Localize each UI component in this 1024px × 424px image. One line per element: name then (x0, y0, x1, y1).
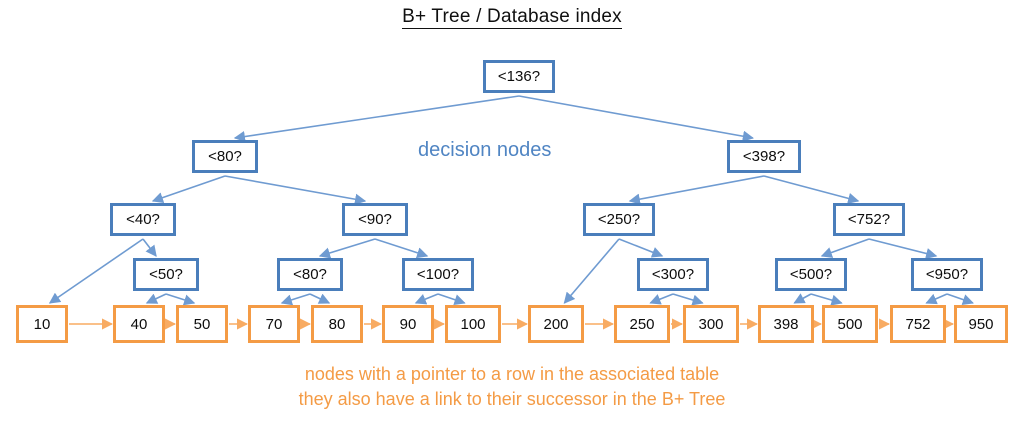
decision-edge-n40-to-n50 (142, 238, 157, 257)
decision-edge-n136-to-n398 (518, 95, 755, 142)
leaf-node-label: 250 (629, 315, 655, 333)
page-title: B+ Tree / Database index (0, 6, 1024, 29)
decision-edge-n80b-to-l70 (280, 293, 311, 306)
leaf-nodes-caption: nodes with a pointer to a row in the ass… (0, 362, 1024, 412)
decision-edge-n80a-to-n90 (224, 175, 367, 205)
decision-edge-n500-to-l398 (793, 293, 812, 304)
leaf-node-label: 300 (698, 315, 724, 333)
leaf-caption-line-2: they also have a link to their successor… (298, 389, 726, 409)
decision-node-label: <250? (597, 211, 641, 228)
decision-node-label: <80? (293, 266, 327, 283)
decision-edge-n90-to-n100 (374, 238, 429, 259)
decision-node-label: <80? (208, 148, 242, 165)
decision-node-label: <40? (126, 211, 160, 228)
leaf-node-l500[interactable]: 500 (822, 305, 878, 343)
leaf-node-label: 950 (968, 315, 994, 333)
leaf-node-label: 80 (328, 315, 346, 333)
decision-edge-n100-to-l100 (437, 293, 466, 306)
leaf-node-l80[interactable]: 80 (311, 305, 363, 343)
leaf-node-l752[interactable]: 752 (890, 305, 946, 343)
decision-node-n950[interactable]: <950? (911, 258, 983, 291)
decision-edge-n300-to-l300 (672, 293, 704, 306)
leaf-node-l398[interactable]: 398 (758, 305, 814, 343)
decision-node-label: <100? (416, 266, 460, 283)
decision-edge-n40-to-l10 (48, 238, 144, 304)
leaf-node-label: 70 (265, 315, 283, 333)
leaf-node-l40[interactable]: 40 (113, 305, 165, 343)
decision-nodes-label: decision nodes (418, 139, 552, 161)
leaf-node-l10[interactable]: 10 (16, 305, 68, 343)
leaf-node-label: 752 (905, 315, 931, 333)
decision-node-label: <950? (925, 266, 969, 283)
leaf-node-label: 500 (837, 315, 863, 333)
decision-edge-n752-to-n500 (820, 238, 870, 258)
decision-node-n500[interactable]: <500? (775, 258, 847, 291)
decision-node-label: <136? (497, 68, 541, 85)
decision-edge-n80a-to-n40 (151, 175, 226, 203)
leaf-node-label: 100 (460, 315, 486, 333)
decision-node-n398[interactable]: <398? (727, 140, 801, 173)
leaf-node-label: 200 (543, 315, 569, 333)
leaf-caption-line-1: nodes with a pointer to a row in the ass… (304, 364, 720, 384)
leaf-node-l250[interactable]: 250 (614, 305, 670, 343)
page-title-text: B+ Tree / Database index (402, 6, 622, 29)
leaf-node-label: 398 (773, 315, 799, 333)
decision-edge-n250-to-n300 (618, 238, 664, 258)
leaf-node-label: 40 (130, 315, 148, 333)
decision-edge-n950-to-l752 (925, 293, 948, 305)
decision-edge-n50-to-l50 (165, 293, 196, 306)
leaf-node-l50[interactable]: 50 (176, 305, 228, 343)
decision-edge-n250-to-l200 (563, 238, 620, 304)
leaf-node-l100[interactable]: 100 (445, 305, 501, 343)
decision-node-label: <90? (358, 211, 392, 228)
decision-node-n40[interactable]: <40? (110, 203, 176, 236)
decision-edge-n300-to-l250 (649, 293, 674, 305)
decision-node-n100[interactable]: <100? (402, 258, 474, 291)
decision-edge-n136-to-n80a (233, 95, 520, 143)
decision-node-label: <398? (742, 148, 786, 165)
leaf-node-label: 10 (33, 315, 51, 333)
decision-node-n136[interactable]: <136? (483, 60, 555, 93)
decision-edge-n950-to-l950 (946, 293, 974, 305)
decision-node-n250[interactable]: <250? (583, 203, 655, 236)
decision-node-n90[interactable]: <90? (342, 203, 408, 236)
decision-node-label: <50? (149, 266, 183, 283)
decision-node-label: <752? (847, 211, 891, 228)
decision-node-label: <500? (789, 266, 833, 283)
decision-edge-n752-to-n950 (868, 238, 938, 259)
decision-node-n50[interactable]: <50? (133, 258, 199, 291)
decision-node-n752[interactable]: <752? (833, 203, 905, 236)
decision-node-n80a[interactable]: <80? (192, 140, 258, 173)
leaf-node-l200[interactable]: 200 (528, 305, 584, 343)
leaf-node-l90[interactable]: 90 (382, 305, 434, 343)
decision-edge-n500-to-l500 (810, 293, 843, 306)
decision-node-n300[interactable]: <300? (637, 258, 709, 291)
leaf-node-label: 50 (193, 315, 211, 333)
decision-edge-n100-to-l90 (414, 293, 439, 305)
decision-node-n80b[interactable]: <80? (277, 258, 343, 291)
decision-edge-n50-to-l40 (145, 293, 167, 304)
decision-edge-n398-to-n250 (628, 175, 765, 205)
decision-edge-n90-to-n80b (318, 238, 376, 259)
decision-edge-n80b-to-l80 (309, 293, 331, 304)
leaf-node-label: 90 (399, 315, 417, 333)
leaf-node-l950[interactable]: 950 (954, 305, 1008, 343)
leaf-node-l70[interactable]: 70 (248, 305, 300, 343)
leaf-node-l300[interactable]: 300 (683, 305, 739, 343)
decision-edge-n398-to-n752 (763, 175, 860, 204)
decision-node-label: <300? (651, 266, 695, 283)
